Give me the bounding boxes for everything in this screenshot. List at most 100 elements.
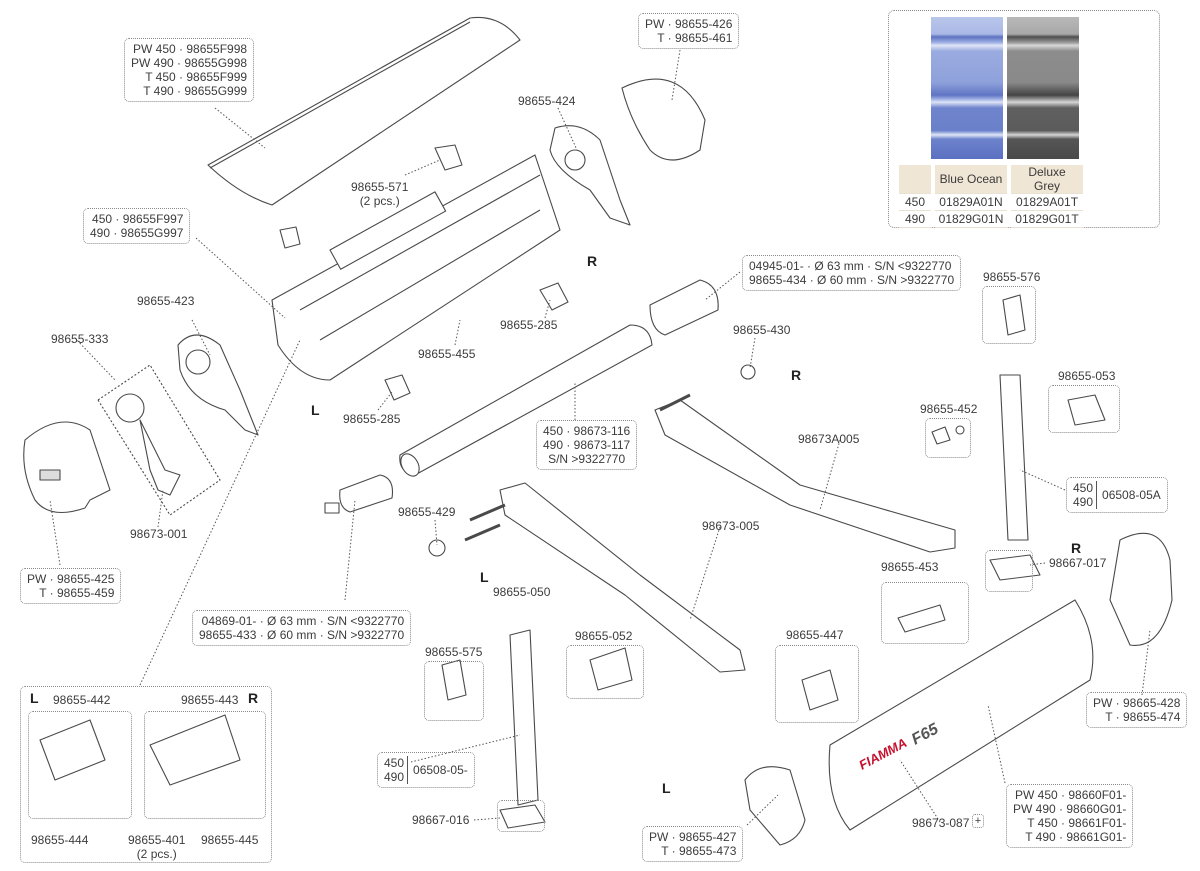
arm-left-part: [499, 482, 746, 673]
fabric-table-row: 490 01829G01N 01829G01T: [899, 211, 1083, 228]
foot-right-part: [989, 554, 1041, 581]
quantity-note: (2 pcs.): [359, 194, 400, 208]
serial-note: S/N >9322770: [548, 452, 626, 466]
left-front-cap-part: [744, 766, 806, 846]
bracket-053-part: [1067, 394, 1106, 426]
foot-left-label: 98667-016: [412, 813, 470, 827]
part-number: PW 490 · 98655G998: [131, 56, 248, 70]
bracket-053-label: 98655-053: [1058, 369, 1116, 383]
front-rail-part: [828, 599, 1094, 831]
top-cover-callout: PW 450 · 98655F998 PW 490 · 98655G998 T …: [124, 38, 255, 102]
spring-430-label: 98655-430: [733, 323, 791, 337]
part-number: 450 · 98655F997: [92, 212, 184, 226]
fabric-size: 450: [899, 194, 931, 211]
roller-end-left-part: [339, 474, 394, 513]
left-front-cap-callout: PW · 98655-427 T · 98655-473: [642, 826, 744, 862]
bracket-052-box: [566, 645, 644, 699]
fabric-header-blue: Blue Ocean: [935, 165, 1007, 194]
part-number: T 490 · 98655G999: [143, 84, 248, 98]
clip-447-part: [801, 669, 839, 711]
fabric-code-blue: 01829G01N: [935, 211, 1007, 228]
fabric-code-grey: 01829A01T: [1011, 194, 1083, 211]
knob-452-part: [931, 426, 951, 445]
fabric-table-row: 450 01829A01N 01829A01T: [899, 194, 1083, 211]
part-445-label: 98655-445: [201, 833, 259, 847]
leg-right-part: [999, 374, 1029, 541]
size: 450: [1073, 481, 1094, 495]
side-marker-right: R: [587, 253, 598, 269]
part-number: 98655-433 · Ø 60 mm · S/N >9322770: [199, 628, 405, 642]
foot-right-box: [985, 550, 1033, 592]
plus-icon: +: [972, 814, 984, 828]
side-marker-right: R: [248, 690, 259, 706]
crank-adapter-label: 98655-333: [51, 332, 109, 346]
clip-447-label: 98655-447: [786, 628, 844, 642]
right-cap-top-callout: PW · 98655-426 T · 98655-461: [638, 13, 740, 49]
hinge-right-part: [149, 714, 241, 786]
clip-455-label: 98655-455: [418, 347, 476, 361]
part-number: PW · 98655-426: [645, 17, 733, 31]
roller-end-right-callout: 04945-01- · Ø 63 mm · S/N <9322770 98655…: [742, 255, 962, 291]
side-marker-left: L: [30, 690, 39, 706]
fabric-code-blue: 01829A01N: [935, 194, 1007, 211]
part-number: 98655-434 · Ø 60 mm · S/N >9322770: [749, 273, 955, 287]
left-cap-part: [23, 421, 111, 514]
deluxe-grey-swatch[interactable]: [1007, 17, 1079, 159]
leg-sizes: 450 490: [1073, 481, 1098, 509]
end-plate-right-label: 98655-424: [518, 94, 576, 108]
leg-slider-453-part: [897, 604, 946, 633]
roller-end-left-callout: 04869-01- · Ø 63 mm · S/N <9322770 98655…: [192, 610, 412, 646]
part-number: T · 98655-461: [657, 31, 733, 45]
arm-left-label: 98673-005: [702, 519, 760, 533]
top-cover-part: [207, 16, 521, 206]
side-marker-right: R: [1071, 540, 1082, 556]
part-number: 04945-01- · Ø 63 mm · S/N <9322770: [749, 259, 952, 273]
part-number: T · 98655-474: [1105, 710, 1181, 724]
blue-ocean-swatch[interactable]: [931, 17, 1003, 159]
bracket-052-part: [589, 647, 633, 691]
bracket-576-box: [982, 286, 1036, 344]
clip-285-label: 98655-285: [343, 412, 401, 426]
spring-430-part: [740, 364, 756, 380]
part-444-label: 98655-444: [31, 833, 89, 847]
part-number: 98655-571: [351, 180, 409, 194]
bracket-576-part: [1002, 294, 1026, 336]
leg-sizes: 450 490: [384, 756, 409, 784]
end-plate-left-label: 98655-423: [137, 294, 195, 308]
fabric-color-panel: Blue Ocean Deluxe Grey 450 01829A01N 018…: [888, 10, 1160, 228]
size: 490: [1073, 495, 1094, 509]
part-number: PW · 98655-427: [649, 830, 737, 844]
front-rail-callout: PW 450 · 98660F01- PW 490 · 98660G01- T …: [1006, 784, 1134, 848]
spring-429-part: [428, 539, 446, 557]
part-401-label: 98655-401 (2 pcs.): [128, 833, 185, 861]
end-plate-right-part: [549, 125, 631, 226]
leg-top-050-label: 98655-050: [493, 585, 551, 599]
spring-429-label: 98655-429: [398, 505, 456, 519]
size: 490: [384, 770, 405, 784]
part-number: T · 98655-473: [661, 844, 737, 858]
crank-adapter-part: [97, 364, 221, 516]
part-number: PW 450 · 98660F01-: [1015, 788, 1127, 802]
hinge-left-box: [28, 711, 132, 819]
hinge-right-box: [144, 711, 266, 819]
part-number: T 490 · 98661G01-: [1025, 830, 1127, 844]
case-body-callout: 450 · 98655F997 490 · 98655G997: [83, 208, 191, 244]
clip-571-part: [434, 144, 463, 171]
quantity-note: (2 pcs.): [136, 847, 177, 861]
right-front-cap-part: [1109, 532, 1173, 646]
part-number: PW · 98655-425: [27, 572, 115, 586]
clip-447-box: [775, 645, 859, 723]
clip-285-label: 98655-285: [500, 318, 558, 332]
part-number: 490 · 98673-117: [543, 438, 631, 452]
bracket-575-box: [424, 661, 484, 721]
part-number: T 450 · 98655F999: [145, 70, 248, 84]
foot-left-part: [499, 804, 546, 829]
foot-left-box: [497, 800, 545, 832]
fabric-code-grey: 01829G01T: [1011, 211, 1083, 228]
hinge-right-label: 98655-443: [181, 693, 239, 707]
hinge-left-label: 98655-442: [53, 693, 111, 707]
part-number: 98655-401: [128, 833, 186, 847]
foot-right-label: 98667-017: [1049, 556, 1107, 570]
bracket-576-label: 98655-576: [983, 270, 1041, 284]
